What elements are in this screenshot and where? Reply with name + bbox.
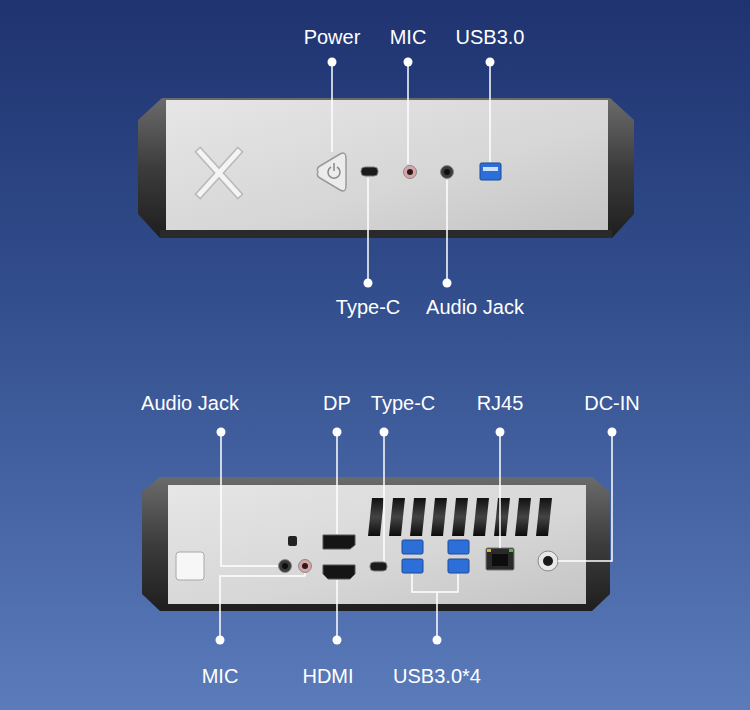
leader-line — [499, 432, 501, 548]
power-button — [317, 153, 346, 191]
leader-line — [367, 178, 369, 283]
leader-dot — [217, 428, 226, 437]
audio-jack — [279, 560, 292, 573]
part-label: RJ45 — [477, 391, 524, 415]
leader-line — [446, 180, 448, 283]
vent-slot — [536, 498, 552, 536]
type-c-port — [361, 167, 378, 176]
logo-stroke — [200, 152, 238, 194]
chassis — [138, 98, 634, 238]
leader-dots — [216, 58, 617, 645]
mic-jack — [299, 560, 312, 573]
dc-in-port — [538, 551, 558, 571]
back-view — [142, 477, 610, 611]
usb-port — [480, 163, 501, 180]
type-c-port — [370, 562, 387, 571]
audio-jack — [441, 166, 454, 179]
leader-line — [221, 432, 278, 566]
leader-dot — [486, 58, 495, 67]
logo-stroke — [200, 152, 238, 194]
chassis — [142, 477, 610, 611]
usb-port — [483, 167, 498, 171]
leader-dot — [404, 58, 413, 67]
part-label: USB3.0*4 — [393, 664, 481, 688]
front-panel — [166, 100, 608, 230]
back-panel — [168, 485, 586, 604]
leader-line — [558, 432, 612, 561]
leader-line — [407, 62, 409, 164]
leader-lines — [220, 62, 612, 640]
leader-line — [220, 573, 305, 640]
leader-dot — [443, 279, 452, 288]
part-label: USB3.0 — [456, 25, 525, 49]
part-label: Audio Jack — [141, 391, 239, 415]
leader-dot — [380, 428, 389, 437]
vent-slot — [473, 498, 489, 536]
usb-port — [448, 559, 469, 573]
leader-dot — [433, 636, 442, 645]
vent-slot — [389, 498, 405, 536]
rj45-led — [509, 549, 513, 552]
leader-line — [383, 432, 385, 561]
hdmi-port — [323, 565, 355, 579]
logo-stroke — [200, 152, 238, 194]
leader-dot — [496, 428, 505, 437]
part-label: DP — [323, 391, 351, 415]
mic-jack — [404, 166, 417, 179]
leader-line — [336, 432, 338, 534]
lock-slot — [288, 536, 297, 546]
leader-line — [336, 580, 338, 640]
vent-slot — [368, 498, 384, 536]
audio-jack — [282, 563, 288, 569]
vent-slot — [494, 498, 510, 536]
rj45-port — [492, 554, 508, 566]
vent-slot — [410, 498, 426, 536]
power-icon — [333, 163, 335, 171]
mic-jack — [302, 563, 308, 569]
part-label: Type-C — [336, 295, 400, 319]
part-label: MIC — [390, 25, 427, 49]
part-label: HDMI — [302, 664, 353, 688]
vent-slot — [431, 498, 447, 536]
leader-line — [436, 592, 438, 640]
rj45-port — [486, 548, 514, 570]
leader-dot — [364, 279, 373, 288]
vent-slot — [452, 498, 468, 536]
leader-dot — [608, 428, 617, 437]
leader-dot — [333, 428, 342, 437]
part-label: Power — [304, 25, 361, 49]
rj45-led — [487, 549, 491, 552]
part-label: DC-IN — [584, 391, 640, 415]
usb-port — [448, 540, 469, 554]
front-view — [138, 98, 634, 238]
power-button — [317, 153, 346, 191]
part-label: Audio Jack — [426, 295, 524, 319]
part-label: Type-C — [371, 391, 435, 415]
chassis-edge — [160, 230, 612, 238]
vent-slots — [368, 498, 552, 536]
leader-dot — [216, 636, 225, 645]
leader-dot — [328, 58, 337, 67]
mic-jack — [407, 169, 413, 175]
dc-in-port — [543, 556, 553, 566]
leader-line — [331, 62, 333, 152]
part-label: MIC — [202, 664, 239, 688]
clear-cmos-button — [176, 552, 204, 580]
leader-dot — [333, 636, 342, 645]
leader-line — [489, 62, 491, 162]
dp-port — [323, 535, 355, 549]
logo — [200, 152, 238, 194]
logo-stroke — [200, 152, 238, 194]
vent-slot — [515, 498, 531, 536]
usb-port — [402, 559, 423, 573]
audio-jack — [444, 169, 450, 175]
bracket — [412, 574, 458, 592]
usb-port — [402, 540, 423, 554]
